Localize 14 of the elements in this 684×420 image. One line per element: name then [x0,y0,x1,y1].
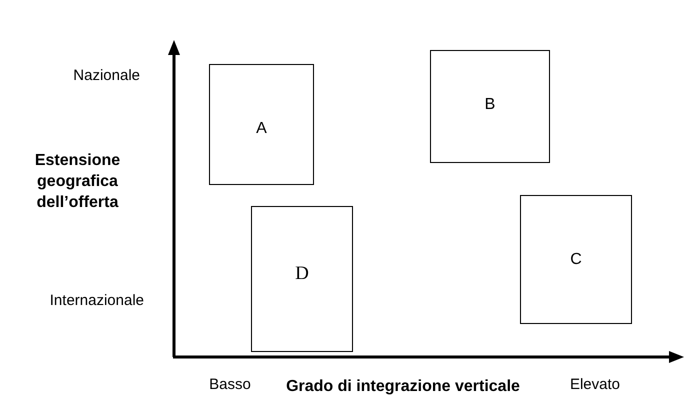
quadrant-box [430,50,550,163]
quadrant-box [520,195,632,324]
quadrant-box [209,64,314,185]
box-label: A [255,120,268,138]
axis-title: Grado di integrazione verticale [285,377,521,397]
box-label: C [569,251,583,269]
box-label: D [294,263,310,285]
axis-tick-label: Basso [208,376,252,394]
quadrant-box [251,206,353,352]
axis-tick-label: Elevato [568,376,622,394]
axis-title: Estensione geografica dell’offerta [34,151,122,213]
axis-tick-label: Internazionale [48,292,144,310]
axis-tick-label: Nazionale [72,67,140,85]
box-label: B [484,96,496,114]
